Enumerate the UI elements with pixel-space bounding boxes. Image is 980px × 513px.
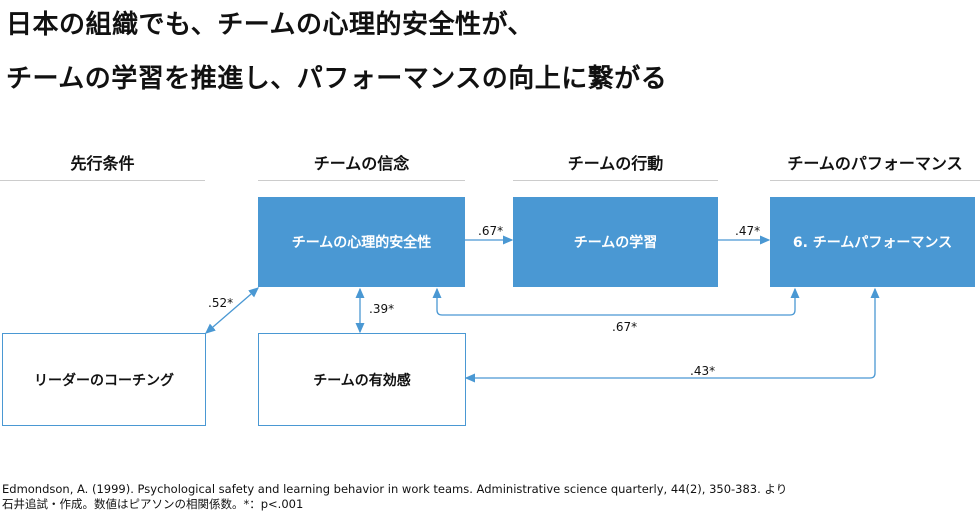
citation-line-2: 石井追試・作成。数値はピアソンの相関係数。*：p<.001 [2,497,304,511]
arrow-efficacy-performance [464,287,880,383]
coef-efficacy-performance: .43* [690,364,716,378]
divider [513,180,718,181]
arrow-safety-performance [432,287,800,316]
column-header-beliefs: チームの信念 [313,154,410,173]
column-header-performance: チームのパフォーマンス [787,154,963,173]
coef-safety-efficacy: .39* [369,302,395,316]
title-line-1: 日本の組織でも、チームの心理的安全性が、 [6,10,534,40]
box-psychological-safety: チームの心理的安全性 [258,197,465,287]
box-leader-coaching: リーダーのコーチング [2,333,206,426]
title-line-2: チームの学習を推進し、パフォーマンスの向上に繋がる [6,64,668,94]
box-team-learning: チームの学習 [513,197,718,287]
divider [770,180,980,181]
divider [258,180,465,181]
box-team-performance: 6. チームパフォーマンス [770,197,975,287]
coef-safety-learning: .67* [478,224,504,238]
coef-coaching-safety: .52* [208,296,234,310]
arrow-coaching-safety [205,287,259,334]
column-header-antecedents: 先行条件 [70,154,135,173]
citation-line-1: Edmondson, A. (1999). Psychological safe… [2,482,788,496]
coef-safety-performance: .67* [612,320,638,334]
divider [0,180,205,181]
coef-learning-performance: .47* [735,224,761,238]
column-header-behavior: チームの行動 [567,154,664,173]
box-team-efficacy: チームの有効感 [258,333,466,426]
